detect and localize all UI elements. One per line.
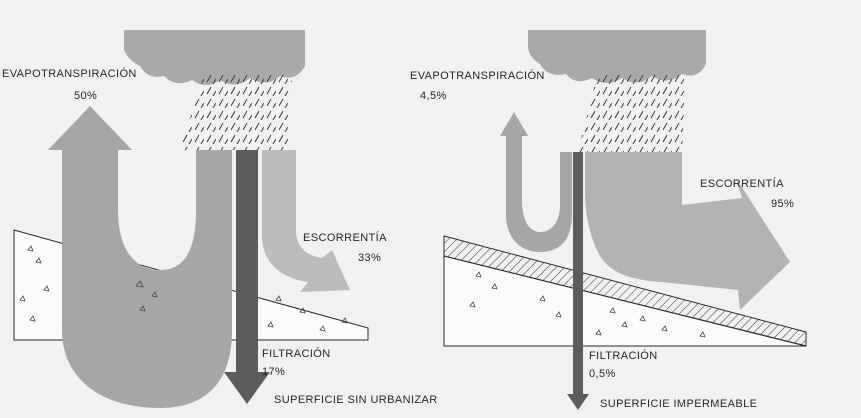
left-caption: SUPERFICIE SIN URBANIZAR <box>274 394 438 406</box>
right-runoff-label: ESCORRENTÍA <box>700 178 784 190</box>
right-rain <box>578 72 686 152</box>
right-runoff-arrow <box>585 152 790 310</box>
right-infiltration-value: 0,5% <box>589 368 616 380</box>
right-panel <box>443 30 807 410</box>
left-runoff-arrow <box>262 150 350 292</box>
left-evapotranspiration-value: 50% <box>74 90 98 102</box>
right-evapotranspiration-label: EVAPOTRANSPIRACIÓN <box>410 70 545 82</box>
left-runoff-value: 33% <box>358 252 382 264</box>
left-cloud <box>124 30 305 85</box>
right-infiltration-label: FILTRACIÓN <box>589 350 658 362</box>
left-infiltration-value: 17% <box>262 366 286 378</box>
right-runoff-value: 95% <box>771 198 795 210</box>
right-evapotranspiration-value: 4,5% <box>420 90 447 102</box>
left-rain <box>180 72 292 150</box>
left-panel <box>13 30 369 408</box>
right-evapotranspiration-arrow <box>500 112 572 252</box>
right-soil-pebbles <box>469 271 706 338</box>
left-runoff-label: ESCORRENTÍA <box>303 232 387 244</box>
right-caption: SUPERFICIE IMPERMEABLE <box>600 398 758 410</box>
left-infiltration-label: FILTRACIÓN <box>262 348 331 360</box>
left-soil-pebbles <box>19 245 348 332</box>
right-impermeable-layer <box>443 235 807 347</box>
right-infiltration-arrow <box>567 152 589 410</box>
left-infiltration-arrow <box>224 150 270 404</box>
right-cloud <box>528 30 706 83</box>
left-evapotranspiration-label: EVAPOTRANSPIRACIÓN <box>2 68 137 80</box>
left-evapotranspiration-arrow <box>48 106 232 408</box>
